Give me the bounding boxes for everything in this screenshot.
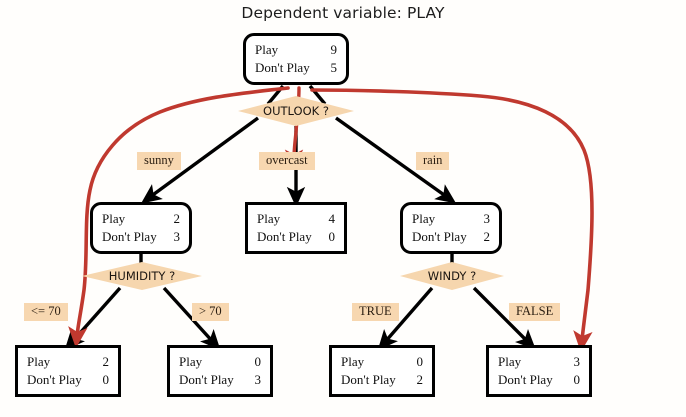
dont-play-value: 0	[102, 372, 110, 388]
node-le70-play-row: Play 2	[27, 353, 109, 371]
play-label: Play	[257, 211, 281, 226]
node-root-dontplay-row: Don't Play 5	[255, 59, 337, 77]
node-overcast: Play 4 Don't Play 0	[245, 202, 347, 254]
play-label: Play	[412, 211, 436, 226]
node-windy-true: Play 0 Don't Play 2	[329, 345, 435, 397]
branch-label-false: FALSE	[509, 303, 561, 321]
play-label: Play	[498, 354, 522, 369]
dont-play-value: 3	[254, 372, 262, 388]
play-value: 4	[328, 211, 336, 226]
decision-windy[interactable]: WINDY ?	[400, 262, 504, 290]
play-label: Play	[102, 211, 126, 226]
edge-windy-true	[377, 286, 434, 351]
play-value: 9	[330, 42, 338, 57]
branch-label-sunny: sunny	[137, 152, 181, 170]
dont-play-value: 2	[483, 229, 491, 245]
play-label: Play	[255, 42, 279, 57]
dont-play-label: Don't Play	[412, 229, 467, 245]
node-overcast-play-row: Play 4	[257, 210, 335, 228]
node-gt70-dontplay-row: Don't Play 3	[179, 371, 261, 389]
dont-play-value: 0	[328, 229, 336, 245]
node-gt70-play-row: Play 0	[179, 353, 261, 371]
play-value: 2	[102, 354, 110, 369]
dont-play-label: Don't Play	[255, 60, 310, 76]
node-root-play-row: Play 9	[255, 41, 337, 59]
dont-play-label: Don't Play	[257, 229, 312, 245]
dont-play-value: 3	[173, 229, 181, 245]
decision-outlook[interactable]: OUTLOOK ?	[238, 96, 354, 126]
page-title: Dependent variable: PLAY	[241, 4, 445, 22]
node-rain-play-row: Play 3	[412, 210, 490, 228]
decision-outlook-label: OUTLOOK ?	[263, 104, 329, 118]
node-windyfalse-play-row: Play 3	[498, 353, 580, 371]
node-le70-dontplay-row: Don't Play 0	[27, 371, 109, 389]
node-humidity-le70: Play 2 Don't Play 0	[15, 345, 121, 397]
dont-play-label: Don't Play	[179, 372, 234, 388]
dont-play-value: 5	[330, 60, 338, 76]
play-value: 0	[416, 354, 424, 369]
node-root: Play 9 Don't Play 5	[243, 33, 349, 85]
node-windytrue-play-row: Play 0	[341, 353, 423, 371]
node-windy-false: Play 3 Don't Play 0	[486, 345, 592, 397]
play-label: Play	[179, 354, 203, 369]
play-value: 0	[254, 354, 262, 369]
edge-humidity-gt70	[162, 286, 221, 351]
dont-play-value: 2	[416, 372, 424, 388]
edge-outlook-sunny	[140, 116, 260, 204]
node-humidity-gt70: Play 0 Don't Play 3	[167, 345, 273, 397]
node-sunny-play-row: Play 2	[102, 210, 180, 228]
edge-windy-false	[472, 286, 536, 350]
node-sunny-dontplay-row: Don't Play 3	[102, 228, 180, 246]
branch-label-overcast: overcast	[259, 152, 315, 170]
edge-outlook-rain	[335, 116, 457, 204]
play-value: 3	[573, 354, 581, 369]
branch-label-rain: rain	[416, 152, 450, 170]
dont-play-label: Don't Play	[498, 372, 553, 388]
decision-humidity-label: HUMIDITY ?	[108, 269, 176, 283]
branch-label-true: TRUE	[352, 303, 399, 321]
dont-play-label: Don't Play	[27, 372, 82, 388]
dont-play-label: Don't Play	[102, 229, 157, 245]
dont-play-label: Don't Play	[341, 372, 396, 388]
play-value: 2	[173, 211, 181, 226]
play-label: Play	[341, 354, 365, 369]
node-windytrue-dontplay-row: Don't Play 2	[341, 371, 423, 389]
branch-label-gt70: > 70	[192, 303, 229, 321]
decision-windy-label: WINDY ?	[427, 269, 477, 283]
node-overcast-dontplay-row: Don't Play 0	[257, 228, 335, 246]
annotation-path-left	[68, 86, 290, 349]
annotation-path-right	[310, 88, 594, 353]
node-rain: Play 3 Don't Play 2	[400, 202, 502, 254]
branch-label-le70: <= 70	[24, 303, 68, 321]
dont-play-value: 0	[573, 372, 581, 388]
play-value: 3	[483, 211, 491, 226]
decision-humidity[interactable]: HUMIDITY ?	[82, 262, 202, 290]
node-sunny: Play 2 Don't Play 3	[90, 202, 192, 254]
play-label: Play	[27, 354, 51, 369]
node-windyfalse-dontplay-row: Don't Play 0	[498, 371, 580, 389]
node-rain-dontplay-row: Don't Play 2	[412, 228, 490, 246]
